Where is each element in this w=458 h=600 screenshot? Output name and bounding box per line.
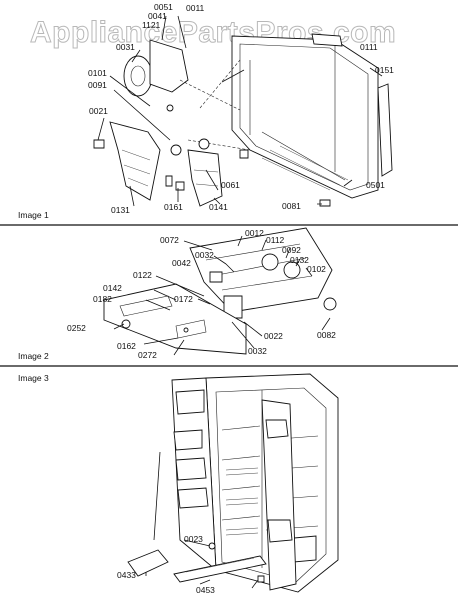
callout-label: 0011 <box>186 3 205 13</box>
callout-label: 0081 <box>282 201 301 211</box>
callout-label: 0111 <box>360 42 378 52</box>
callout-label: 0022 <box>264 331 283 341</box>
panel-label-image-3: Image 3 <box>18 373 49 383</box>
callout-label: 0021 <box>89 106 108 116</box>
callout-label: 0122 <box>133 270 152 280</box>
callout-label: 0042 <box>172 258 191 268</box>
callout-label: 0151 <box>375 65 394 75</box>
callout-label: 0161 <box>164 202 183 212</box>
callout-label: 0112 <box>266 235 285 245</box>
image-1-callouts: 0051 0041 0011 1121 0031 0111 0151 0101 … <box>18 2 394 220</box>
panel-label-image-1: Image 1 <box>18 210 49 220</box>
callout-label: 0102 <box>307 264 326 274</box>
callout-label: 0023 <box>184 534 203 544</box>
callout-label: 0433 <box>117 570 136 580</box>
callout-label: 0082 <box>317 330 336 340</box>
image-1-drawing <box>93 15 393 207</box>
callout-label: 0141 <box>209 202 228 212</box>
callout-label: 0091 <box>88 80 107 90</box>
callout-label: 0142 <box>103 283 122 293</box>
callout-label: 0031 <box>116 42 135 52</box>
callout-label: 0453 <box>196 585 215 595</box>
callout-label: 0272 <box>138 350 157 360</box>
callout-label: 0101 <box>88 68 107 78</box>
callout-label: 0051 <box>154 2 173 12</box>
callout-label: 0032 <box>195 250 214 260</box>
callout-label: 0252 <box>67 323 86 333</box>
watermark-text: AppliancePartsPros.com <box>30 16 396 49</box>
callout-label: 0041 <box>148 11 167 21</box>
callout-label: 0172 <box>174 294 193 304</box>
image-3-callouts: Image 3 0023 0433 0453 <box>18 373 215 595</box>
callout-label: 0162 <box>117 341 136 351</box>
callout-label: 1121 <box>142 20 161 30</box>
callout-label: 0182 <box>93 294 112 304</box>
callout-label: 0131 <box>111 205 130 215</box>
callout-label: 0061 <box>221 180 240 190</box>
callout-label: 0032 <box>248 346 267 356</box>
image-2-callouts: 0072 0012 0112 0032 0092 0042 0132 0102 … <box>18 228 336 361</box>
callout-label: 0092 <box>282 245 301 255</box>
callout-label: 0501 <box>366 180 385 190</box>
image-3-drawing <box>127 373 339 593</box>
callout-label: 0012 <box>245 228 264 238</box>
panel-label-image-2: Image 2 <box>18 351 49 361</box>
image-2-drawing <box>103 227 337 356</box>
callout-label: 0072 <box>160 235 179 245</box>
callout-label: 0132 <box>290 255 309 265</box>
